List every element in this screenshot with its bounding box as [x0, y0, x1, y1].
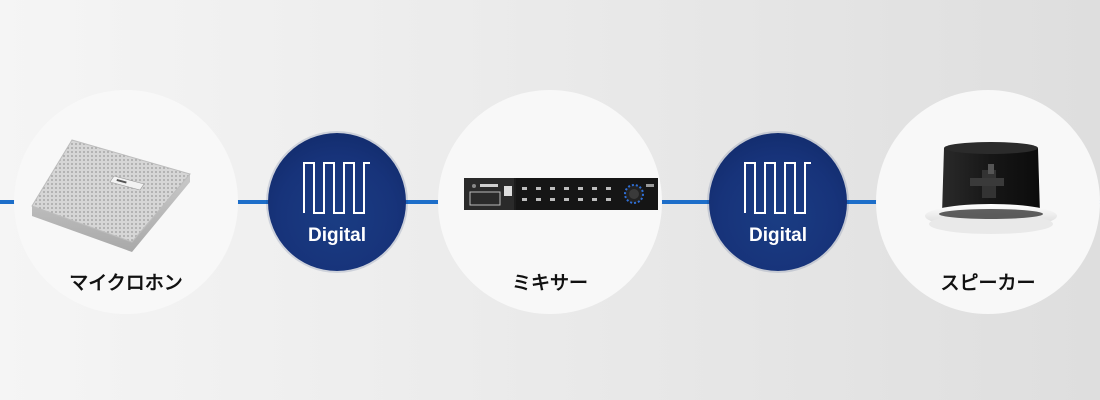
node-label-microphone: マイクロホン — [69, 272, 183, 294]
digital-label-2: Digital — [748, 225, 808, 246]
ceiling-speaker-icon — [925, 142, 1057, 234]
digital-signal-icon — [303, 162, 370, 214]
node-mixer: ミキサー — [438, 90, 662, 314]
digital-label-1: Digital — [307, 225, 367, 246]
node-label-mixer: ミキサー — [511, 272, 588, 294]
node-label-speaker: スピーカー — [940, 272, 1036, 294]
ceiling-microphone-icon — [31, 139, 191, 252]
digital-signal-icon — [744, 162, 811, 214]
mixer-icon — [464, 178, 658, 210]
digital-badge-1: Digital — [268, 133, 406, 271]
digital-badge-2: Digital — [709, 133, 847, 271]
node-microphone: マイクロホン — [14, 90, 238, 314]
node-speaker: スピーカー — [876, 90, 1100, 314]
